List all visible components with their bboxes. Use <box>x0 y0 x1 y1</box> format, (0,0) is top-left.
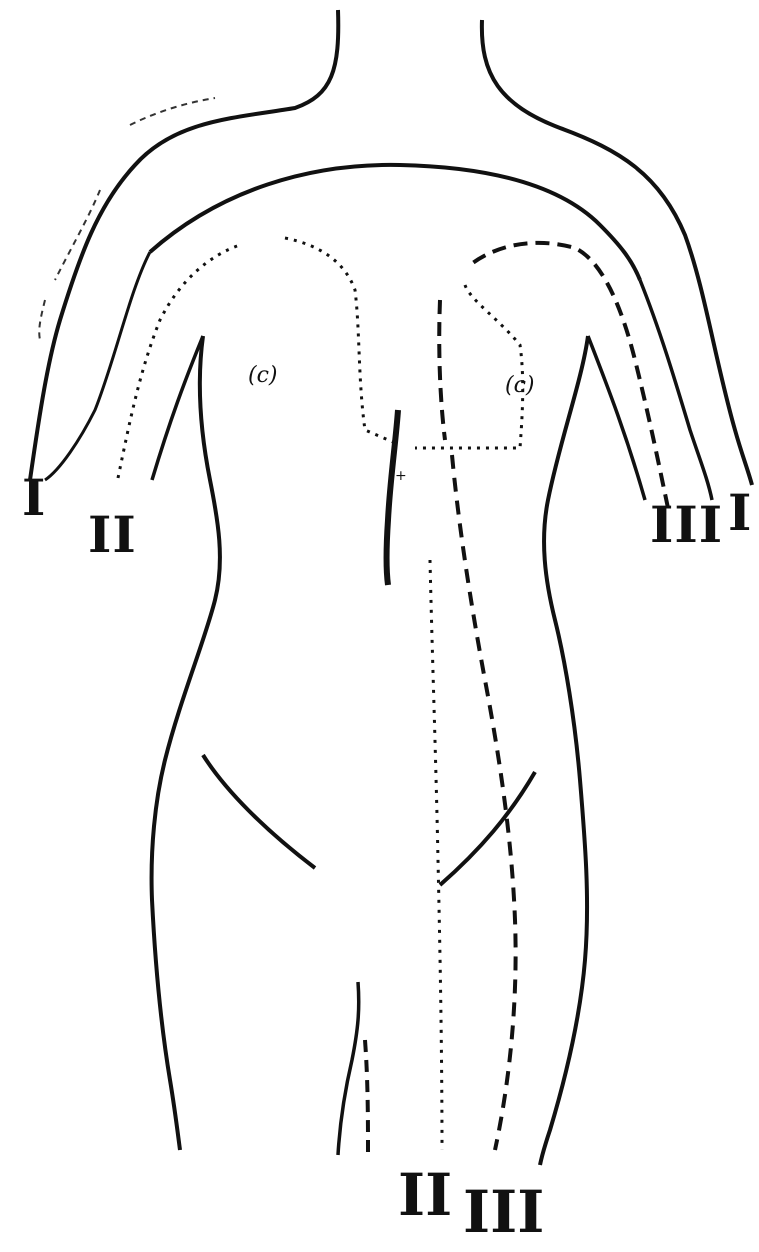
lead-label-left-arm: II <box>88 505 137 564</box>
nipple-left-label: (c) <box>248 363 278 388</box>
sternum-mark <box>387 410 399 585</box>
lead-label-leg-center: II <box>398 1161 452 1229</box>
torso-top-arc <box>150 165 640 280</box>
center-mark: + <box>395 468 407 484</box>
lead-ii-path-chest <box>285 238 400 445</box>
lead-iii-path-spine <box>439 300 445 440</box>
right-arm-outer <box>640 280 712 500</box>
left-leg-dashed <box>365 1040 368 1155</box>
left-inguinal-line <box>203 755 315 868</box>
lead-iii-path-arm <box>470 243 668 508</box>
lead-label-leg-right: III <box>463 1178 544 1246</box>
lead-iii-path-down <box>452 455 516 1150</box>
ref-label-right: I <box>728 483 752 542</box>
nipple-right-label: (c) <box>505 373 535 398</box>
torso-right-side <box>540 336 588 1165</box>
outer-back-outline <box>30 10 338 480</box>
lead-label-right-arm: III <box>650 495 723 554</box>
ref-label-left: I <box>22 468 46 527</box>
torso-left-side <box>152 336 220 1150</box>
inner-leg-line <box>338 982 359 1155</box>
right-arm-inner <box>588 336 645 500</box>
left-arm-outer <box>45 252 150 480</box>
right-inguinal-line <box>440 772 535 885</box>
lead-iii-path-chest <box>415 285 523 448</box>
lead-ii-path-down <box>430 560 442 1150</box>
left-arm-inner <box>152 336 203 480</box>
